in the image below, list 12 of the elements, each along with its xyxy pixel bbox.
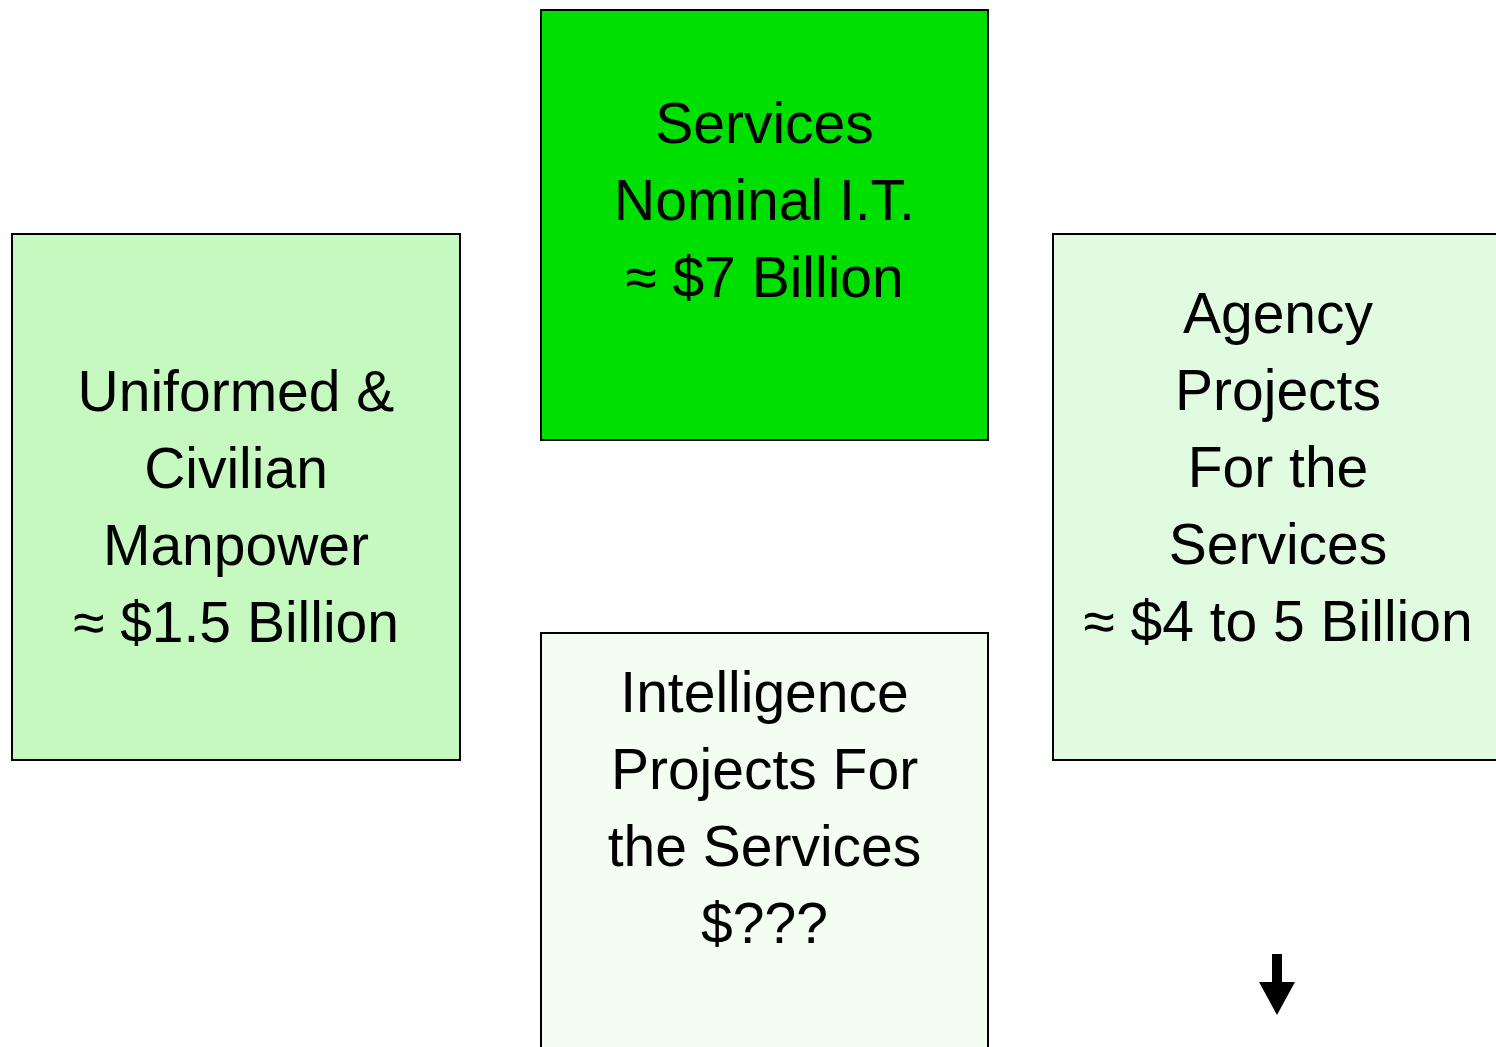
box-heading: Agency Projects For the Services xyxy=(1167,280,1389,578)
box-heading: Intelligence Projects For the Services xyxy=(606,659,923,880)
budget-box xyxy=(540,9,989,441)
amount-text: ≈ $4 to 5 Billion xyxy=(1082,588,1474,655)
budget-box xyxy=(11,233,461,761)
amount-text: ≈ $1.5 Billion xyxy=(72,589,400,656)
amount-text: $??? xyxy=(700,890,829,957)
budget-box xyxy=(1052,233,1496,761)
box-heading: Uniformed & Civilian Manpower xyxy=(76,358,396,579)
box-heading: Services Nominal I.T. xyxy=(613,90,916,234)
amount-text: ≈ $7 Billion xyxy=(624,244,905,311)
budget-box xyxy=(540,632,989,1047)
